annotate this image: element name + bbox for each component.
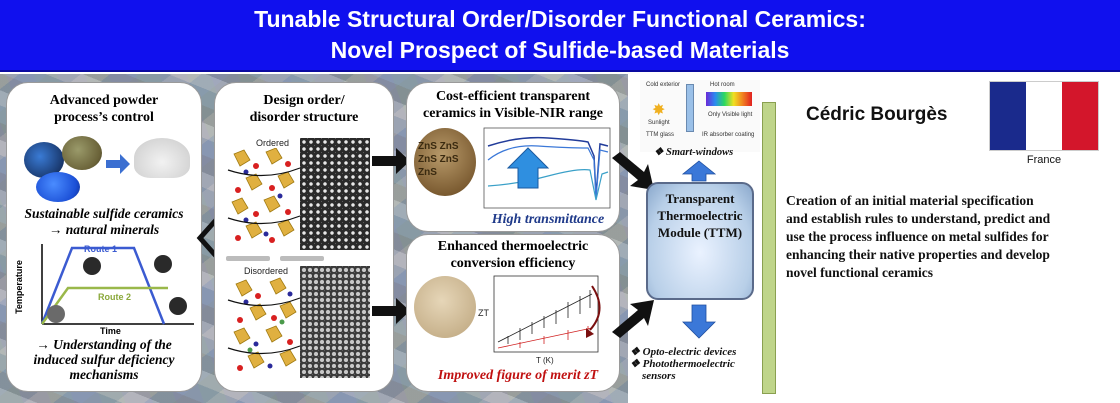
smart-windows-item: ❖ Smart-windows	[654, 146, 733, 158]
arrow-left-icon	[196, 218, 218, 258]
description-line-5: novel functional ceramics	[786, 265, 933, 280]
bullet-diamond-icon: ❖	[630, 346, 643, 358]
flag-stripe-white	[1026, 82, 1062, 150]
ir-coating-label: IR absorber coating	[702, 132, 755, 138]
france-flag	[990, 82, 1098, 150]
sunlight-label: Sunlight	[648, 120, 670, 126]
author-name: Cédric Bourgès	[806, 104, 948, 125]
temperature-profile-chart	[40, 244, 194, 325]
structure-heading-line-2: disorder structure	[249, 110, 359, 125]
thermo-heading: Enhanced thermoelectric conversion effic…	[406, 238, 620, 272]
process-arrow-icon	[106, 154, 130, 174]
sustainable-subtitle: Sustainable sulfide ceramics → natural m…	[6, 206, 202, 238]
title-line-1: Tunable Structural Order/Disorder Functi…	[254, 6, 866, 32]
description-line-4: enhancing their native properties and de…	[786, 247, 1050, 262]
improved-zt-label: Improved figure of merit zT	[437, 368, 599, 383]
route-2-label: Route 2	[98, 292, 132, 302]
powder-process-card	[6, 82, 202, 392]
ttm-line-1: Transparent	[665, 191, 735, 206]
thermo-sample-photo	[414, 276, 476, 338]
zns-sample-photo	[414, 128, 476, 196]
white-powder-photo	[134, 138, 190, 178]
sun-icon: ✸	[652, 102, 666, 119]
transparent-heading: Cost-efficient transparent ceramics in V…	[406, 88, 620, 122]
zt-chart	[493, 275, 601, 353]
ordered-label: Ordered	[256, 138, 290, 148]
structure-heading: Design order/ disorder structure	[214, 92, 394, 126]
smart-windows-label: Smart-windows	[666, 147, 734, 158]
cold-exterior-label: Cold exterior	[646, 82, 681, 88]
sulfur-deficiency-text: → Understanding of the induced sulfur de…	[6, 337, 202, 382]
disordered-crystal-structure	[227, 277, 301, 371]
flag-stripe-blue	[990, 82, 1026, 150]
zt-ylabel: ZT	[478, 308, 489, 318]
application-label-3: sensors	[642, 370, 676, 382]
bullet-diamond-icon: ❖	[654, 147, 667, 158]
arrow-thermo-to-ttm-icon	[612, 300, 654, 338]
description-text: Creation of an initial material specific…	[786, 192, 1116, 282]
mineral-photo-gold	[62, 136, 102, 170]
flag-stripe-red	[1062, 82, 1098, 150]
title-banner: Tunable Structural Order/Disorder Functi…	[0, 0, 1120, 72]
arrow-up-blue-icon	[682, 160, 716, 182]
bullet-diamond-icon: ❖	[630, 358, 643, 370]
sulfur-line-2: induced sulfur deficiency	[33, 352, 175, 367]
transmittance-chart	[483, 127, 611, 209]
sustainable-line-2: → natural minerals	[48, 222, 160, 237]
hot-room-label: Hot room	[710, 82, 735, 88]
separator-bar-left	[226, 256, 270, 261]
application-label-2: Photothermoelectric	[642, 358, 735, 370]
time-axis-label: Time	[100, 326, 121, 336]
arrow-transparent-to-ttm-icon	[612, 152, 654, 190]
title-line-2: Novel Prospect of Sulfide-based Material…	[330, 37, 790, 63]
ttm-line-3: Module (TTM)	[657, 225, 743, 240]
zt-xlabel: T (K)	[536, 356, 554, 365]
transparent-heading-line-2: ceramics in Visible-NIR range	[422, 106, 604, 121]
ordered-crystal-structure	[227, 148, 301, 243]
sulfur-line-3: mechanisms	[69, 367, 139, 382]
visible-spectrum-bar	[706, 92, 752, 106]
thermo-heading-line-1: Enhanced thermoelectric	[437, 239, 589, 254]
arrow-to-thermo-icon	[372, 298, 410, 324]
temperature-axis-label: Temperature	[13, 260, 24, 314]
transparent-heading-line-1: Cost-efficient transparent	[435, 89, 591, 104]
ordered-microscopy-image	[300, 138, 370, 250]
sulfur-line-1: → Understanding of the	[36, 337, 172, 352]
powder-heading: Advanced powder process’s control	[6, 92, 202, 126]
arrow-to-transparent-icon	[372, 148, 410, 174]
sustainable-line-1: Sustainable sulfide ceramics	[24, 206, 184, 221]
ttm-glass-pane	[686, 84, 694, 132]
ttm-line-2: Thermoelectric	[657, 208, 743, 223]
disordered-microscopy-image	[300, 266, 370, 378]
description-line-3: use the process influence on metal sulfi…	[786, 229, 1049, 244]
ttm-label: Transparent Thermoelectric Module (TTM)	[646, 190, 754, 241]
application-item-2: ❖ Photothermoelectric	[630, 358, 736, 370]
powder-heading-line-2: process’s control	[54, 110, 154, 125]
mineral-photo-blue	[36, 172, 80, 202]
disordered-label: Disordered	[244, 266, 289, 276]
ttm-glass-label: TTM glass	[646, 132, 675, 138]
high-transmittance-label: High transmittance	[491, 212, 605, 227]
application-item-1: ❖ Opto-electric devices	[630, 346, 736, 358]
description-line-2: and establish rules to understand, predi…	[786, 211, 1051, 226]
ttm-box	[646, 182, 754, 300]
description-line-1: Creation of an initial material specific…	[786, 193, 1034, 208]
separator-bar-right	[280, 256, 324, 261]
arrow-down-blue-icon	[682, 304, 716, 339]
route-1-label: Route 1	[84, 244, 118, 254]
application-label-1: Opto-electric devices	[642, 346, 737, 358]
thermo-heading-line-2: conversion efficiency	[450, 256, 576, 271]
country-label: France	[1026, 154, 1062, 166]
green-sidebar	[762, 102, 776, 394]
applications-list: ❖ Opto-electric devices ❖ Photothermoele…	[630, 346, 736, 382]
only-visible-label: Only Visible light	[708, 112, 753, 118]
zns-sample-text: ZnS ZnS ZnS ZnS ZnS	[418, 141, 459, 178]
structure-heading-line-1: Design order/	[263, 93, 345, 108]
powder-heading-line-1: Advanced powder	[49, 93, 159, 108]
